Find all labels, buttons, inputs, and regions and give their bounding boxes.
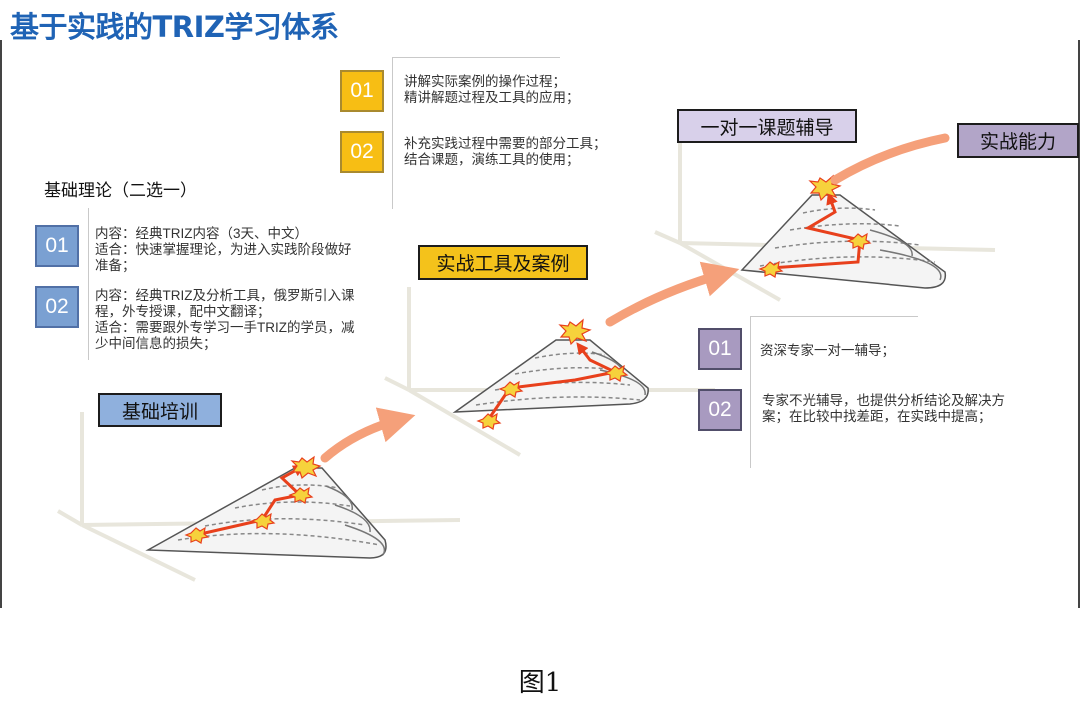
label-basic-training: 基础培训 (98, 393, 222, 427)
basic-item-02-text: 内容：经典TRIZ及分析工具，俄罗斯引入课 程，外专授课，配中文翻译； 适合：需… (95, 288, 355, 352)
path-1 (195, 465, 306, 537)
divider-tools-top (392, 57, 560, 58)
basic-item-02-line-4: 少中间信息的损失； (95, 336, 217, 351)
basic-number-02: 02 (35, 286, 79, 328)
basic-item-01-line-1: 内容：经典TRIZ内容（3天、中文） (95, 226, 309, 241)
coaching-item-02-line-2: 案；在比较中找差距，在实践中提高； (762, 409, 992, 424)
progress-arrows (320, 133, 950, 463)
coaching-item-02-text: 专家不光辅导，也提供分析结论及解决方 案；在比较中找差距，在实践中提高； (762, 393, 1005, 425)
basic-item-02-line-2: 程，外专授课，配中文翻译； (95, 304, 271, 319)
tools-item-02-line-2: 结合课题，演练工具的使用； (404, 152, 580, 167)
diagram-artwork (56, 133, 996, 582)
divider-tools (392, 57, 393, 209)
page-title: 基于实践的TRIZ学习体系 (10, 10, 339, 44)
basic-item-01-line-2: 适合：快速掌握理论，为进入实践阶段做好 (95, 242, 352, 257)
bursts-3 (758, 174, 872, 278)
bursts-2 (476, 318, 629, 430)
path-3 (769, 192, 862, 270)
tools-item-01-text: 讲解实际案例的操作过程； 精讲解题过程及工具的应用； (404, 74, 580, 106)
label-one-on-one: 一对一课题辅导 (677, 109, 857, 143)
basic-number-01: 01 (35, 225, 79, 267)
mountain-2 (452, 339, 649, 413)
bursts-1 (184, 455, 322, 544)
tools-item-01-line-1: 讲解实际案例的操作过程； (404, 74, 566, 89)
basic-item-02-line-1: 内容：经典TRIZ及分析工具，俄罗斯引入课 (95, 288, 355, 303)
frame-border-right (1078, 40, 1080, 608)
coaching-number-02: 02 (698, 389, 742, 431)
basic-item-01-line-3: 准备； (95, 258, 136, 273)
divider-coaching-top (750, 316, 918, 317)
divider-basic (88, 208, 89, 360)
coaching-item-01-text: 资深专家一对一辅导； (760, 343, 895, 359)
coaching-item-01-line-1: 资深专家一对一辅导； (760, 343, 895, 358)
tools-item-02-line-1: 补充实践过程中需要的部分工具； (404, 136, 607, 151)
tools-item-02-text: 补充实践过程中需要的部分工具； 结合课题，演练工具的使用； (404, 136, 607, 168)
basic-theory-heading: 基础理论（二选一） (44, 181, 197, 201)
figure-caption: 图1 (518, 668, 562, 698)
label-practical-tools: 实战工具及案例 (418, 245, 588, 280)
basic-item-02-line-3: 适合：需要跟外专学习一手TRIZ的学员，减 (95, 320, 355, 335)
diagram-frame: 基于实践的TRIZ学习体系 (0, 10, 1080, 608)
divider-coaching (750, 316, 751, 468)
frame-border-left (0, 40, 2, 608)
label-practical-ability: 实战能力 (957, 123, 1079, 158)
basic-item-01-text: 内容：经典TRIZ内容（3天、中文） 适合：快速掌握理论，为进入实践阶段做好 准… (95, 226, 352, 274)
tools-number-01: 01 (340, 70, 384, 112)
tools-number-02: 02 (340, 131, 384, 173)
coaching-number-01: 01 (698, 328, 742, 370)
tools-item-01-line-2: 精讲解题过程及工具的应用； (404, 90, 580, 105)
coaching-item-02-line-1: 专家不光辅导，也提供分析结论及解决方 (762, 393, 1005, 408)
mountain-3 (740, 194, 947, 289)
